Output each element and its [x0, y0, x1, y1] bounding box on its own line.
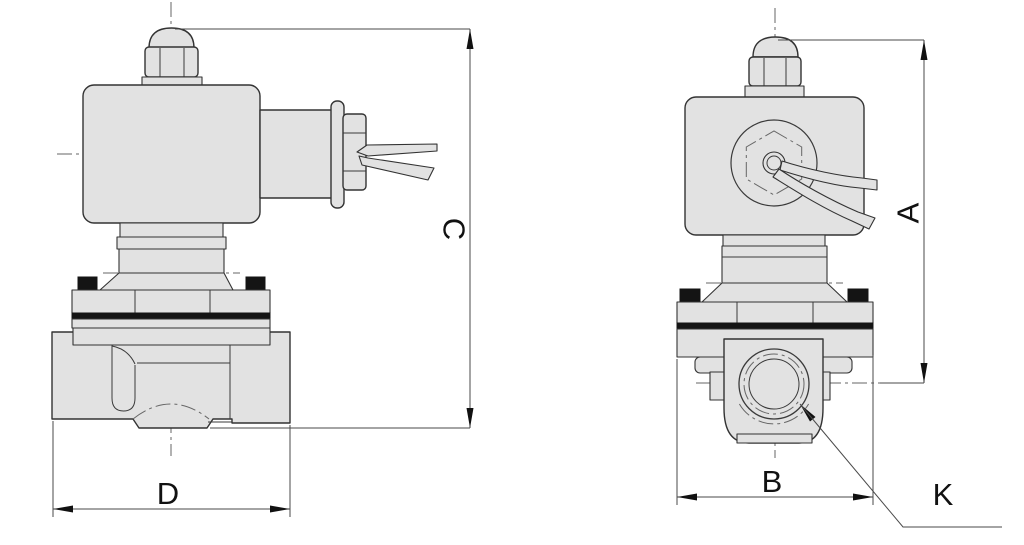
seal-band-side [71, 312, 271, 320]
side-view: C D [51, 2, 474, 517]
coil-body-side [82, 84, 261, 224]
bolt-left-front [679, 288, 701, 303]
bolt-right-side [245, 276, 266, 291]
dimension-B: B [676, 355, 874, 505]
bolt-right-front [847, 288, 869, 303]
dimension-A: A [778, 39, 928, 383]
connector-wires-side [356, 143, 438, 181]
dimension-D: D [52, 421, 291, 517]
dim-label-D: D [157, 476, 179, 511]
dim-label-K: K [933, 477, 954, 512]
connector-wires-front [772, 160, 878, 230]
bolt-left-side [77, 276, 98, 291]
valve-body-side [51, 327, 291, 429]
threaded-port [738, 348, 810, 425]
acorn-nut-front [744, 36, 805, 98]
valve-body-front [694, 338, 853, 444]
cable-connector-side [259, 100, 367, 209]
acorn-nut-side [141, 27, 203, 87]
bonnet-side [71, 222, 271, 329]
front-view: A B K [676, 8, 1002, 528]
dimension-C: C [175, 28, 474, 429]
leader-K: K [799, 403, 1002, 528]
dim-label-C: C [437, 218, 472, 240]
seal-band-front [676, 322, 874, 330]
dim-label-A: A [891, 202, 926, 223]
dim-label-B: B [762, 464, 783, 499]
